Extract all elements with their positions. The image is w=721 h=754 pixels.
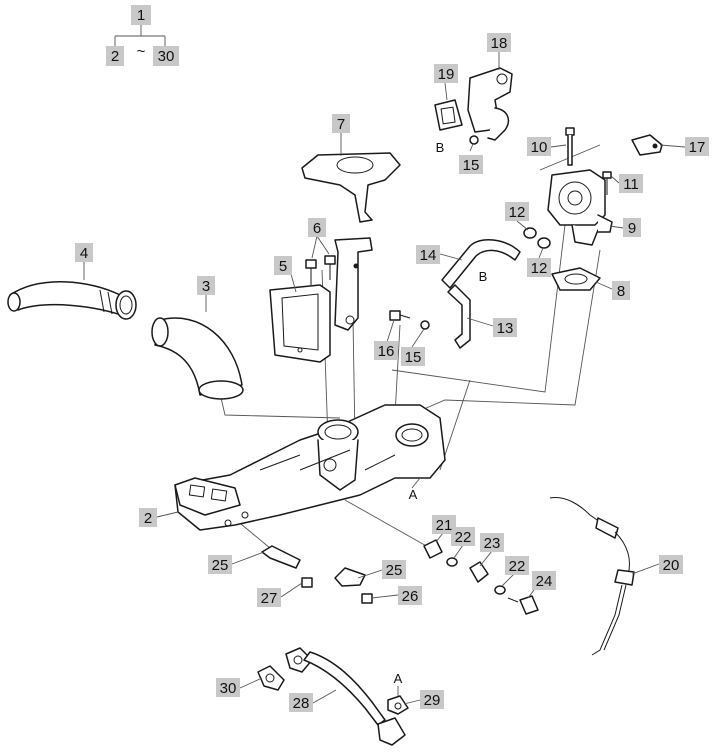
legend-from: 2 [111, 48, 119, 65]
callout-15-lower: 15 [405, 349, 422, 366]
callout-17: 17 [689, 139, 706, 156]
clamp-part-15-lower [420, 320, 430, 330]
legend-root: 1 [137, 7, 145, 24]
bolt-part-10 [565, 127, 575, 166]
callout-19: 19 [438, 66, 455, 83]
callout-4: 4 [80, 245, 88, 262]
callout-boxes [75, 33, 709, 712]
callout-9: 9 [628, 220, 636, 237]
flange-bracket-part-7 [301, 152, 401, 223]
legend-tree: 1 2 ~ 30 [106, 5, 179, 66]
callout-leaders [83, 52, 686, 705]
clamp-part-15-upper [469, 135, 479, 145]
pipe-part-28 [285, 647, 406, 746]
callout-27: 27 [261, 590, 278, 607]
hose-part-13 [447, 284, 471, 349]
valve-plate-part-18 [467, 67, 513, 141]
callout-22-a: 22 [455, 529, 472, 546]
gasket-part-19 [434, 99, 463, 131]
legend-to: 30 [158, 48, 175, 65]
bolt-part-27 [301, 577, 313, 588]
callout-2: 2 [144, 510, 152, 527]
bracket-part-25a [261, 545, 301, 569]
support-bracket [334, 237, 373, 331]
adapter-part-23 [469, 561, 489, 583]
callout-25-b: 25 [386, 562, 403, 579]
callout-25-a: 25 [212, 557, 229, 574]
elbow-hose-part-3 [151, 317, 244, 400]
gasket-part-29 [387, 695, 409, 715]
callout-3: 3 [202, 278, 210, 295]
gasket-part-8 [551, 267, 601, 291]
callout-6: 6 [313, 220, 321, 237]
sensor-cable-part-20 [549, 496, 635, 656]
bolt-part-26 [361, 593, 373, 604]
hose-part-4 [7, 281, 137, 320]
callout-28: 28 [293, 695, 310, 712]
callout-30: 30 [220, 680, 237, 697]
callout-texts: 4 3 5 6 7 19 18 15 10 17 11 12 9 12 14 8… [80, 35, 706, 712]
gasket-part-30 [257, 665, 285, 691]
callout-8: 8 [617, 283, 625, 300]
callout-13: 13 [497, 320, 514, 337]
callout-29: 29 [424, 692, 441, 709]
washer-part-22b [494, 585, 506, 595]
washer-part-22a [446, 557, 458, 567]
callout-24: 24 [536, 573, 553, 590]
mark-b-hose: B [479, 269, 488, 284]
callout-26: 26 [402, 588, 419, 605]
bolt-part-11 [602, 171, 612, 195]
callout-16: 16 [378, 343, 395, 360]
bolts-part-6 [305, 255, 336, 285]
callout-22-b: 22 [509, 558, 526, 575]
callout-23: 23 [484, 535, 501, 552]
callout-10: 10 [531, 139, 548, 156]
callout-15-upper: 15 [463, 157, 480, 174]
callout-18: 18 [491, 35, 508, 52]
callout-7: 7 [337, 116, 345, 133]
egr-valve-part-9 [547, 169, 613, 246]
callout-14: 14 [420, 247, 437, 264]
callout-12-upper: 12 [509, 204, 526, 221]
intake-manifold [174, 404, 446, 531]
bracket-part-5 [269, 284, 331, 363]
callout-12-lower: 12 [531, 260, 548, 277]
mark-a-manifold: A [409, 487, 418, 502]
plug-part-21 [423, 539, 443, 559]
sensor-part-17 [631, 134, 663, 156]
bolt-part-24 [507, 595, 539, 615]
callout-5: 5 [279, 258, 287, 275]
mark-b-upper: B [436, 140, 445, 155]
bolt-part-16 [389, 310, 411, 321]
callout-11: 11 [623, 176, 639, 193]
callout-20: 20 [663, 557, 680, 574]
callout-21: 21 [436, 517, 453, 534]
bracket-part-25b [334, 567, 366, 587]
mark-a-pipe: A [394, 671, 403, 686]
connection-marks: B B A A [394, 140, 488, 686]
hose-clamps-part-12 [523, 227, 551, 249]
hose-part-14 [441, 239, 521, 289]
legend-tilde: ~ [137, 43, 146, 60]
